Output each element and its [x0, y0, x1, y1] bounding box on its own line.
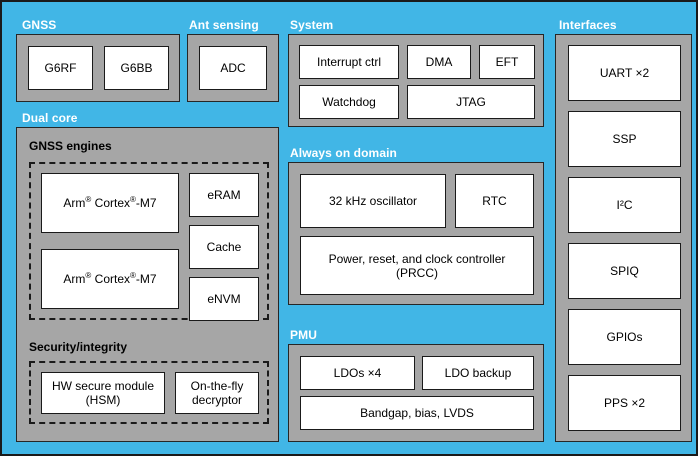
block-32khz-oscillator[interactable]: 32 kHz oscillator — [300, 174, 446, 228]
block-ldo-backup[interactable]: LDO backup — [422, 356, 534, 390]
block-ssp[interactable]: SSP — [568, 111, 681, 167]
block-watchdog[interactable]: Watchdog — [299, 85, 399, 119]
block-spiq[interactable]: SPIQ — [568, 243, 681, 299]
block-arm-cortex-m7-1[interactable]: Arm® Cortex®-M7 — [41, 249, 179, 309]
block-adc[interactable]: ADC — [199, 46, 267, 90]
section-label-dual-core: Dual core — [22, 111, 78, 125]
section-label-interfaces: Interfaces — [559, 18, 617, 32]
dashed-group-security-integrity — [29, 361, 269, 424]
block-i2c[interactable]: I²C — [568, 177, 681, 233]
block-uart[interactable]: UART ×2 — [568, 45, 681, 101]
panel-dual-core: GNSS engines Arm® Cortex®-M7 Arm® Cortex… — [16, 127, 279, 442]
dashed-group-gnss-engines — [29, 162, 269, 320]
block-prcc[interactable]: Power, reset, and clock controller (PRCC… — [300, 236, 534, 295]
section-label-pmu: PMU — [290, 328, 317, 342]
block-label-core0: Arm® Cortex®-M7 — [63, 195, 157, 211]
group-label-security-integrity: Security/integrity — [29, 340, 128, 354]
block-jtag[interactable]: JTAG — [407, 85, 535, 119]
block-eft[interactable]: EFT — [479, 45, 535, 79]
block-hw-secure-module[interactable]: HW secure module (HSM) — [41, 372, 165, 414]
block-interrupt-ctrl[interactable]: Interrupt ctrl — [299, 45, 399, 79]
group-label-gnss-engines: GNSS engines — [29, 139, 112, 153]
panel-always-on-domain: 32 kHz oscillator RTC Power, reset, and … — [288, 162, 544, 305]
block-gpios[interactable]: GPIOs — [568, 309, 681, 365]
block-envm[interactable]: eNVM — [189, 277, 259, 321]
panel-system: Interrupt ctrl DMA EFT Watchdog JTAG — [288, 34, 544, 127]
panel-gnss: G6RF G6BB — [16, 34, 180, 102]
panel-ant-sensing: ADC — [187, 34, 279, 102]
block-ldos[interactable]: LDOs ×4 — [300, 356, 415, 390]
panel-interfaces: UART ×2 SSP I²C SPIQ GPIOs PPS ×2 — [555, 34, 692, 442]
block-dma[interactable]: DMA — [407, 45, 471, 79]
block-g6rf[interactable]: G6RF — [28, 46, 93, 90]
panel-pmu: LDOs ×4 LDO backup Bandgap, bias, LVDS — [288, 344, 544, 442]
section-label-gnss: GNSS — [22, 18, 57, 32]
block-pps[interactable]: PPS ×2 — [568, 375, 681, 431]
section-label-always-on-domain: Always on domain — [290, 146, 397, 160]
block-bandgap-bias-lvds[interactable]: Bandgap, bias, LVDS — [300, 396, 534, 430]
block-cache[interactable]: Cache — [189, 225, 259, 269]
block-rtc[interactable]: RTC — [455, 174, 534, 228]
block-g6bb[interactable]: G6BB — [104, 46, 169, 90]
block-label-core1: Arm® Cortex®-M7 — [63, 271, 157, 287]
section-label-system: System — [290, 18, 334, 32]
block-on-the-fly-decryptor[interactable]: On-the-fly decryptor — [175, 372, 259, 414]
section-label-ant-sensing: Ant sensing — [189, 18, 259, 32]
block-arm-cortex-m7-0[interactable]: Arm® Cortex®-M7 — [41, 173, 179, 233]
block-eram[interactable]: eRAM — [189, 173, 259, 217]
